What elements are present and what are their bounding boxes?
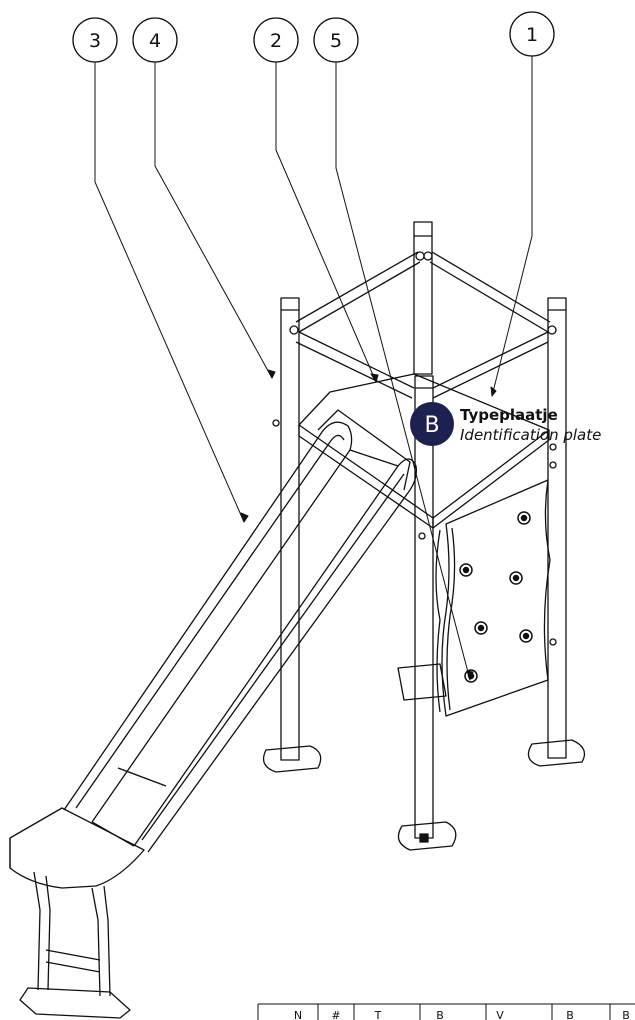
slide-foot bbox=[19, 987, 131, 1019]
svg-text:1: 1 bbox=[526, 24, 538, 46]
leader-lines bbox=[94, 56, 533, 681]
callout-2: 2 bbox=[253, 17, 299, 63]
posts bbox=[280, 221, 567, 839]
post-right bbox=[547, 297, 567, 759]
table-header-cell: # bbox=[331, 1009, 340, 1020]
deck-top bbox=[298, 373, 550, 519]
callout-3: 3 bbox=[72, 17, 118, 63]
table-header-cell: N bbox=[294, 1009, 302, 1020]
slide-leg-frame bbox=[33, 871, 111, 997]
climbing-wall bbox=[435, 479, 557, 717]
table-header-cell: B bbox=[622, 1009, 630, 1020]
plate-subtitle: Identification plate bbox=[460, 426, 601, 444]
plate-title: Typeplaatje bbox=[460, 406, 558, 424]
parts-table-header: N # T B V B B bbox=[257, 1003, 635, 1020]
base-plates bbox=[262, 663, 586, 851]
leader-5 bbox=[335, 62, 471, 681]
marker-b-badge bbox=[410, 402, 454, 446]
callout-4: 4 bbox=[132, 17, 178, 63]
climbing-panel bbox=[441, 479, 551, 717]
svg-text:3: 3 bbox=[89, 30, 101, 52]
identification-plate-marker: B Typeplaatje Identification plate bbox=[410, 402, 601, 446]
leader-3 bbox=[94, 62, 245, 523]
callouts: 3 4 2 5 1 bbox=[72, 11, 555, 63]
leader-1 bbox=[491, 56, 533, 397]
marker-b-letter: B bbox=[424, 413, 439, 438]
callout-5: 5 bbox=[313, 17, 359, 63]
svg-text:4: 4 bbox=[149, 30, 161, 52]
post-back-left bbox=[280, 297, 300, 761]
slide bbox=[9, 409, 418, 1019]
slide-runout bbox=[9, 807, 145, 889]
table-header-cell: T bbox=[374, 1009, 382, 1020]
climbing-holds bbox=[459, 511, 533, 683]
leader-2 bbox=[275, 62, 377, 383]
post-front bbox=[414, 375, 434, 839]
post-back-center bbox=[413, 221, 433, 375]
slide-rail-right bbox=[133, 458, 418, 853]
svg-text:5: 5 bbox=[330, 30, 342, 52]
base-plate-right bbox=[527, 739, 586, 767]
slide-rail-left bbox=[63, 421, 353, 823]
svg-text:2: 2 bbox=[270, 30, 282, 52]
leader-4 bbox=[154, 62, 273, 379]
table-header-cell: B bbox=[566, 1009, 574, 1020]
deck bbox=[272, 373, 557, 540]
callout-1: 1 bbox=[509, 11, 555, 57]
table-header-cell: B bbox=[436, 1009, 444, 1020]
base-plate-back bbox=[397, 663, 447, 701]
table-header-cell: V bbox=[496, 1009, 504, 1020]
base-plate-left bbox=[262, 745, 322, 773]
base-plate-front bbox=[397, 821, 457, 851]
